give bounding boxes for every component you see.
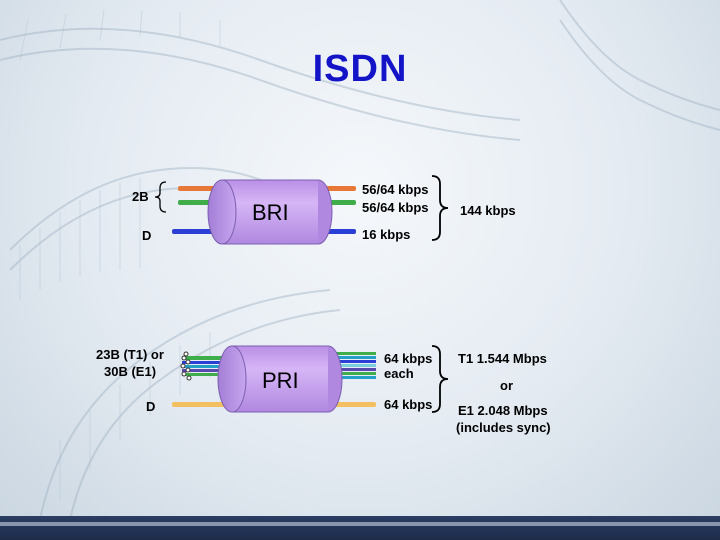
bri-right-brace [431,175,449,241]
bri-b1-rate: 56/64 kbps [362,182,429,197]
pri-cylinder-label: PRI [262,368,299,393]
pri-t1-total: T1 1.544 Mbps [458,351,547,366]
bri-left-brace [154,181,167,213]
bri-d-rate: 16 kbps [362,227,411,242]
pri-d-wire-left [172,402,232,407]
pri-d-wire-right [328,402,376,407]
bri-b2-rate: 56/64 kbps [362,200,429,215]
pri-d-label: D [146,399,156,414]
pri-b-label-line1: 23B (T1) or [96,347,164,362]
footer-bar [0,516,720,540]
pri-b-rate-line2: each [384,366,414,381]
bri-cylinder-label: BRI [252,200,289,225]
pri-e1-total: E1 2.048 Mbps [458,403,548,418]
bri-cylinder [207,179,333,245]
pri-right-brace [431,345,449,413]
page-title: ISDN [312,48,408,90]
pri-e1-note: (includes sync) [456,420,551,435]
pri-cylinder [217,345,343,413]
bri-b1-wire-left [178,186,222,191]
bri-total-rate: 144 kbps [460,203,516,218]
pri-b-wire-bundle-right [328,352,376,379]
pri-b-label-line2: 30B (E1) [104,364,157,379]
pri-b-wire-bundle-left [180,351,232,381]
pri-b-rate-line1: 64 kbps [384,351,433,366]
bri-2b-label: 2B [132,189,149,204]
pri-d-rate: 64 kbps [384,397,433,412]
pri-or-text: or [500,378,513,393]
bri-d-label: D [142,228,152,243]
